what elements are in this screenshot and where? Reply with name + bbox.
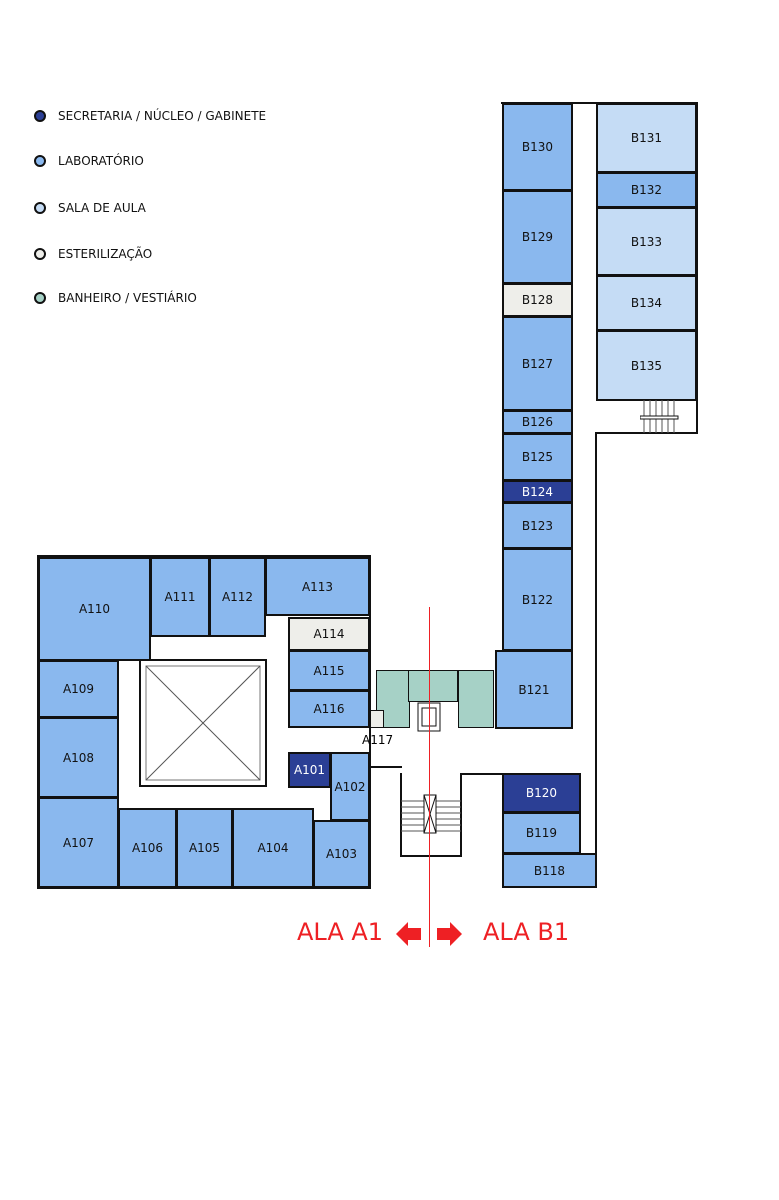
room-a103[interactable]: A103	[313, 820, 370, 888]
legend-dot	[34, 110, 46, 122]
legend-item-sala-de-aula: SALA DE AULA	[34, 201, 146, 215]
wall	[696, 102, 698, 434]
bathroom-center	[408, 670, 458, 702]
wall	[596, 432, 698, 434]
legend-dot	[34, 202, 46, 214]
room-a115[interactable]: A115	[288, 650, 370, 691]
room-a113[interactable]: A113	[265, 557, 370, 616]
room-a107[interactable]: A107	[38, 797, 119, 888]
stairs	[400, 773, 462, 857]
legend-dot	[34, 248, 46, 260]
room-a116[interactable]: A116	[288, 690, 370, 728]
room-a102[interactable]: A102	[330, 752, 370, 821]
legend-item-laboratorio: LABORATÓRIO	[34, 154, 144, 168]
room-b129[interactable]: B129	[502, 190, 573, 284]
legend-dot	[34, 292, 46, 304]
arrow-left-icon	[396, 922, 421, 946]
room-b127[interactable]: B127	[502, 316, 573, 411]
wing-divider-line	[429, 607, 430, 947]
room-b132[interactable]: B132	[596, 172, 697, 208]
wing-label-b1: ALA B1	[483, 918, 570, 946]
legend-item-secretaria: SECRETARIA / NÚCLEO / GABINETE	[34, 109, 266, 123]
arrow-right-icon	[437, 922, 462, 946]
stairs-b	[640, 400, 679, 433]
room-b133[interactable]: B133	[596, 207, 697, 276]
legend-label: BANHEIRO / VESTIÁRIO	[58, 291, 197, 305]
room-a105[interactable]: A105	[176, 808, 233, 888]
room-b125[interactable]: B125	[502, 433, 573, 481]
room-b118[interactable]: B118	[502, 853, 597, 888]
legend-label: SALA DE AULA	[58, 201, 146, 215]
room-a117[interactable]: A117	[362, 733, 394, 747]
courtyard-skylight	[139, 659, 267, 787]
legend-item-banheiro: BANHEIRO / VESTIÁRIO	[34, 291, 197, 305]
wing-label-a1: ALA A1	[297, 918, 384, 946]
room-a101[interactable]: A101	[288, 752, 331, 788]
room-a104[interactable]: A104	[232, 808, 314, 888]
wall	[460, 773, 503, 775]
wall	[595, 432, 597, 888]
room-a108[interactable]: A108	[38, 717, 119, 798]
room-a114[interactable]: A114	[288, 617, 370, 651]
room-b131[interactable]: B131	[596, 103, 697, 173]
room-a117-box	[370, 710, 384, 728]
room-a106[interactable]: A106	[118, 808, 177, 888]
room-a109[interactable]: A109	[38, 660, 119, 718]
room-b120[interactable]: B120	[502, 773, 581, 813]
room-b130[interactable]: B130	[502, 103, 573, 191]
legend-label: LABORATÓRIO	[58, 154, 144, 168]
legend-label: SECRETARIA / NÚCLEO / GABINETE	[58, 109, 267, 123]
room-b134[interactable]: B134	[596, 275, 697, 331]
legend-label: ESTERILIZAÇÃO	[58, 247, 153, 261]
room-b119[interactable]: B119	[502, 812, 581, 854]
legend-item-esterilizacao: ESTERILIZAÇÃO	[34, 247, 152, 261]
room-a112[interactable]: A112	[209, 557, 266, 637]
bathroom-right	[458, 670, 494, 728]
room-a111[interactable]: A111	[150, 557, 210, 637]
room-b123[interactable]: B123	[502, 502, 573, 549]
room-b121[interactable]: B121	[495, 650, 573, 729]
legend-dot	[34, 155, 46, 167]
room-b124[interactable]: B124	[502, 480, 573, 503]
room-b128[interactable]: B128	[502, 283, 573, 317]
room-a110[interactable]: A110	[38, 557, 151, 661]
room-b126[interactable]: B126	[502, 410, 573, 434]
room-b122[interactable]: B122	[502, 548, 573, 651]
room-b135[interactable]: B135	[596, 330, 697, 401]
wall	[370, 766, 402, 768]
